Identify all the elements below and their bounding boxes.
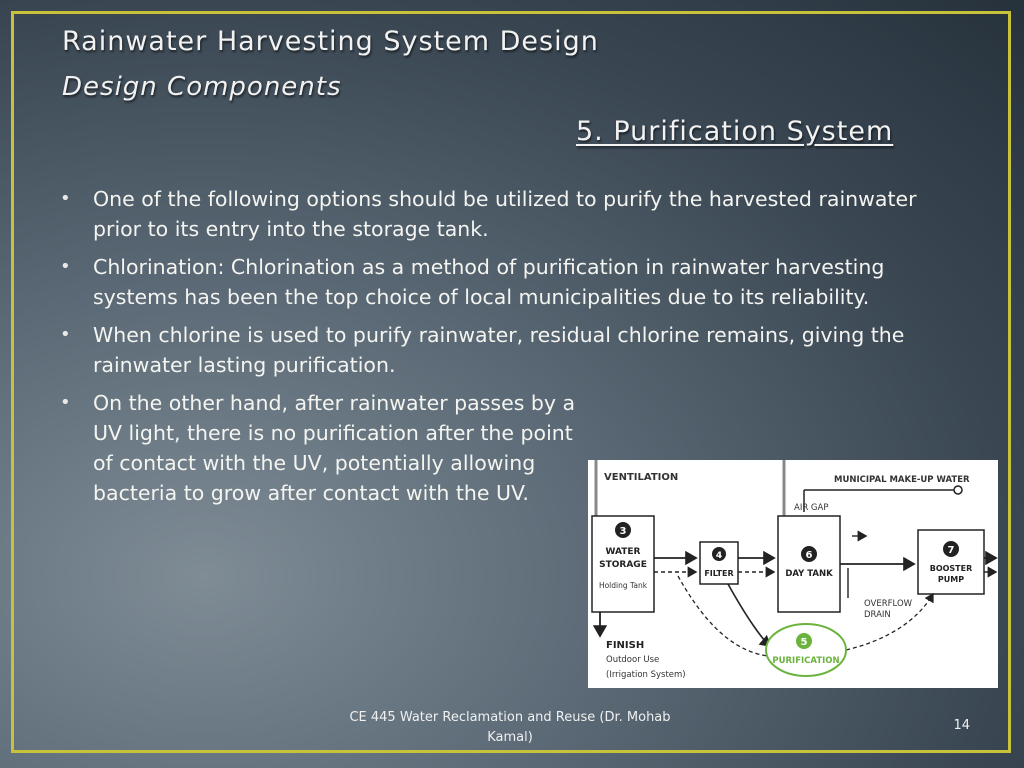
day-tank-box bbox=[777, 515, 841, 613]
filter-number-badge bbox=[712, 547, 726, 561]
slide-footer: CE 445 Water Reclamation and Reuse (Dr. … bbox=[349, 710, 671, 745]
bullet-item: Chlorination: Chlorination as a method o… bbox=[60, 252, 970, 312]
purification-number: 5 bbox=[801, 637, 808, 648]
bullet-list: One of the following options should be u… bbox=[60, 184, 970, 516]
pump-label-1: BOOSTER bbox=[930, 564, 973, 573]
page-number: 14 bbox=[953, 718, 970, 733]
overflow-label-1: OVERFLOW bbox=[864, 599, 913, 609]
daytank-label: DAY TANK bbox=[785, 569, 833, 579]
slide-subtitle-design-components: Design Components bbox=[62, 72, 342, 102]
storage-label-1: WATER bbox=[605, 547, 640, 557]
bullet-item: One of the following options should be u… bbox=[60, 184, 970, 244]
storage-label-3: Holding Tank bbox=[599, 581, 648, 590]
daytank-number-badge bbox=[801, 546, 817, 562]
bullet-item: When chlorine is used to purify rainwate… bbox=[60, 320, 970, 380]
purification-to-pump-dashed bbox=[845, 592, 934, 651]
municipal-connection-icon bbox=[953, 485, 963, 495]
storage-to-purification-dashed bbox=[677, 575, 769, 657]
slide-frame bbox=[11, 11, 1011, 753]
pump-number: 7 bbox=[948, 545, 955, 556]
storage-number-badge bbox=[615, 522, 631, 538]
daytank-number: 6 bbox=[806, 550, 813, 561]
booster-pump-box bbox=[917, 529, 985, 595]
filter-to-purification-line bbox=[727, 583, 772, 648]
pump-number-badge bbox=[943, 541, 959, 557]
municipal-label: MUNICIPAL MAKE-UP WATER bbox=[834, 475, 970, 485]
filter-number: 4 bbox=[716, 551, 722, 561]
system-diagram: VENTILATION 3 WATER STORAGE Holding Tank… bbox=[588, 460, 998, 688]
storage-number: 3 bbox=[620, 526, 627, 537]
storage-label-2: STORAGE bbox=[599, 560, 647, 570]
ventilation-label: VENTILATION bbox=[604, 472, 678, 483]
bullet-item: On the other hand, after rainwater passe… bbox=[60, 388, 593, 508]
pump-label-2: PUMP bbox=[938, 575, 964, 584]
overflow-label-2: DRAIN bbox=[864, 610, 891, 620]
finish-label: FINISH bbox=[606, 640, 644, 651]
purification-label: PURIFICATION bbox=[772, 656, 839, 666]
purification-number-badge bbox=[796, 633, 812, 649]
filter-label: FILTER bbox=[704, 569, 733, 578]
slide-title: Rainwater Harvesting System Design bbox=[62, 26, 599, 57]
section-heading: 5. Purification System bbox=[576, 116, 894, 147]
finish-use-label: Outdoor Use bbox=[606, 655, 659, 665]
purification-ellipse bbox=[765, 623, 847, 677]
finish-irrigation-label: (Irrigation System) bbox=[606, 670, 686, 680]
system-diagram-svg: VENTILATION 3 WATER STORAGE Holding Tank… bbox=[591, 460, 998, 680]
air-gap-label: AIR GAP bbox=[794, 503, 828, 513]
